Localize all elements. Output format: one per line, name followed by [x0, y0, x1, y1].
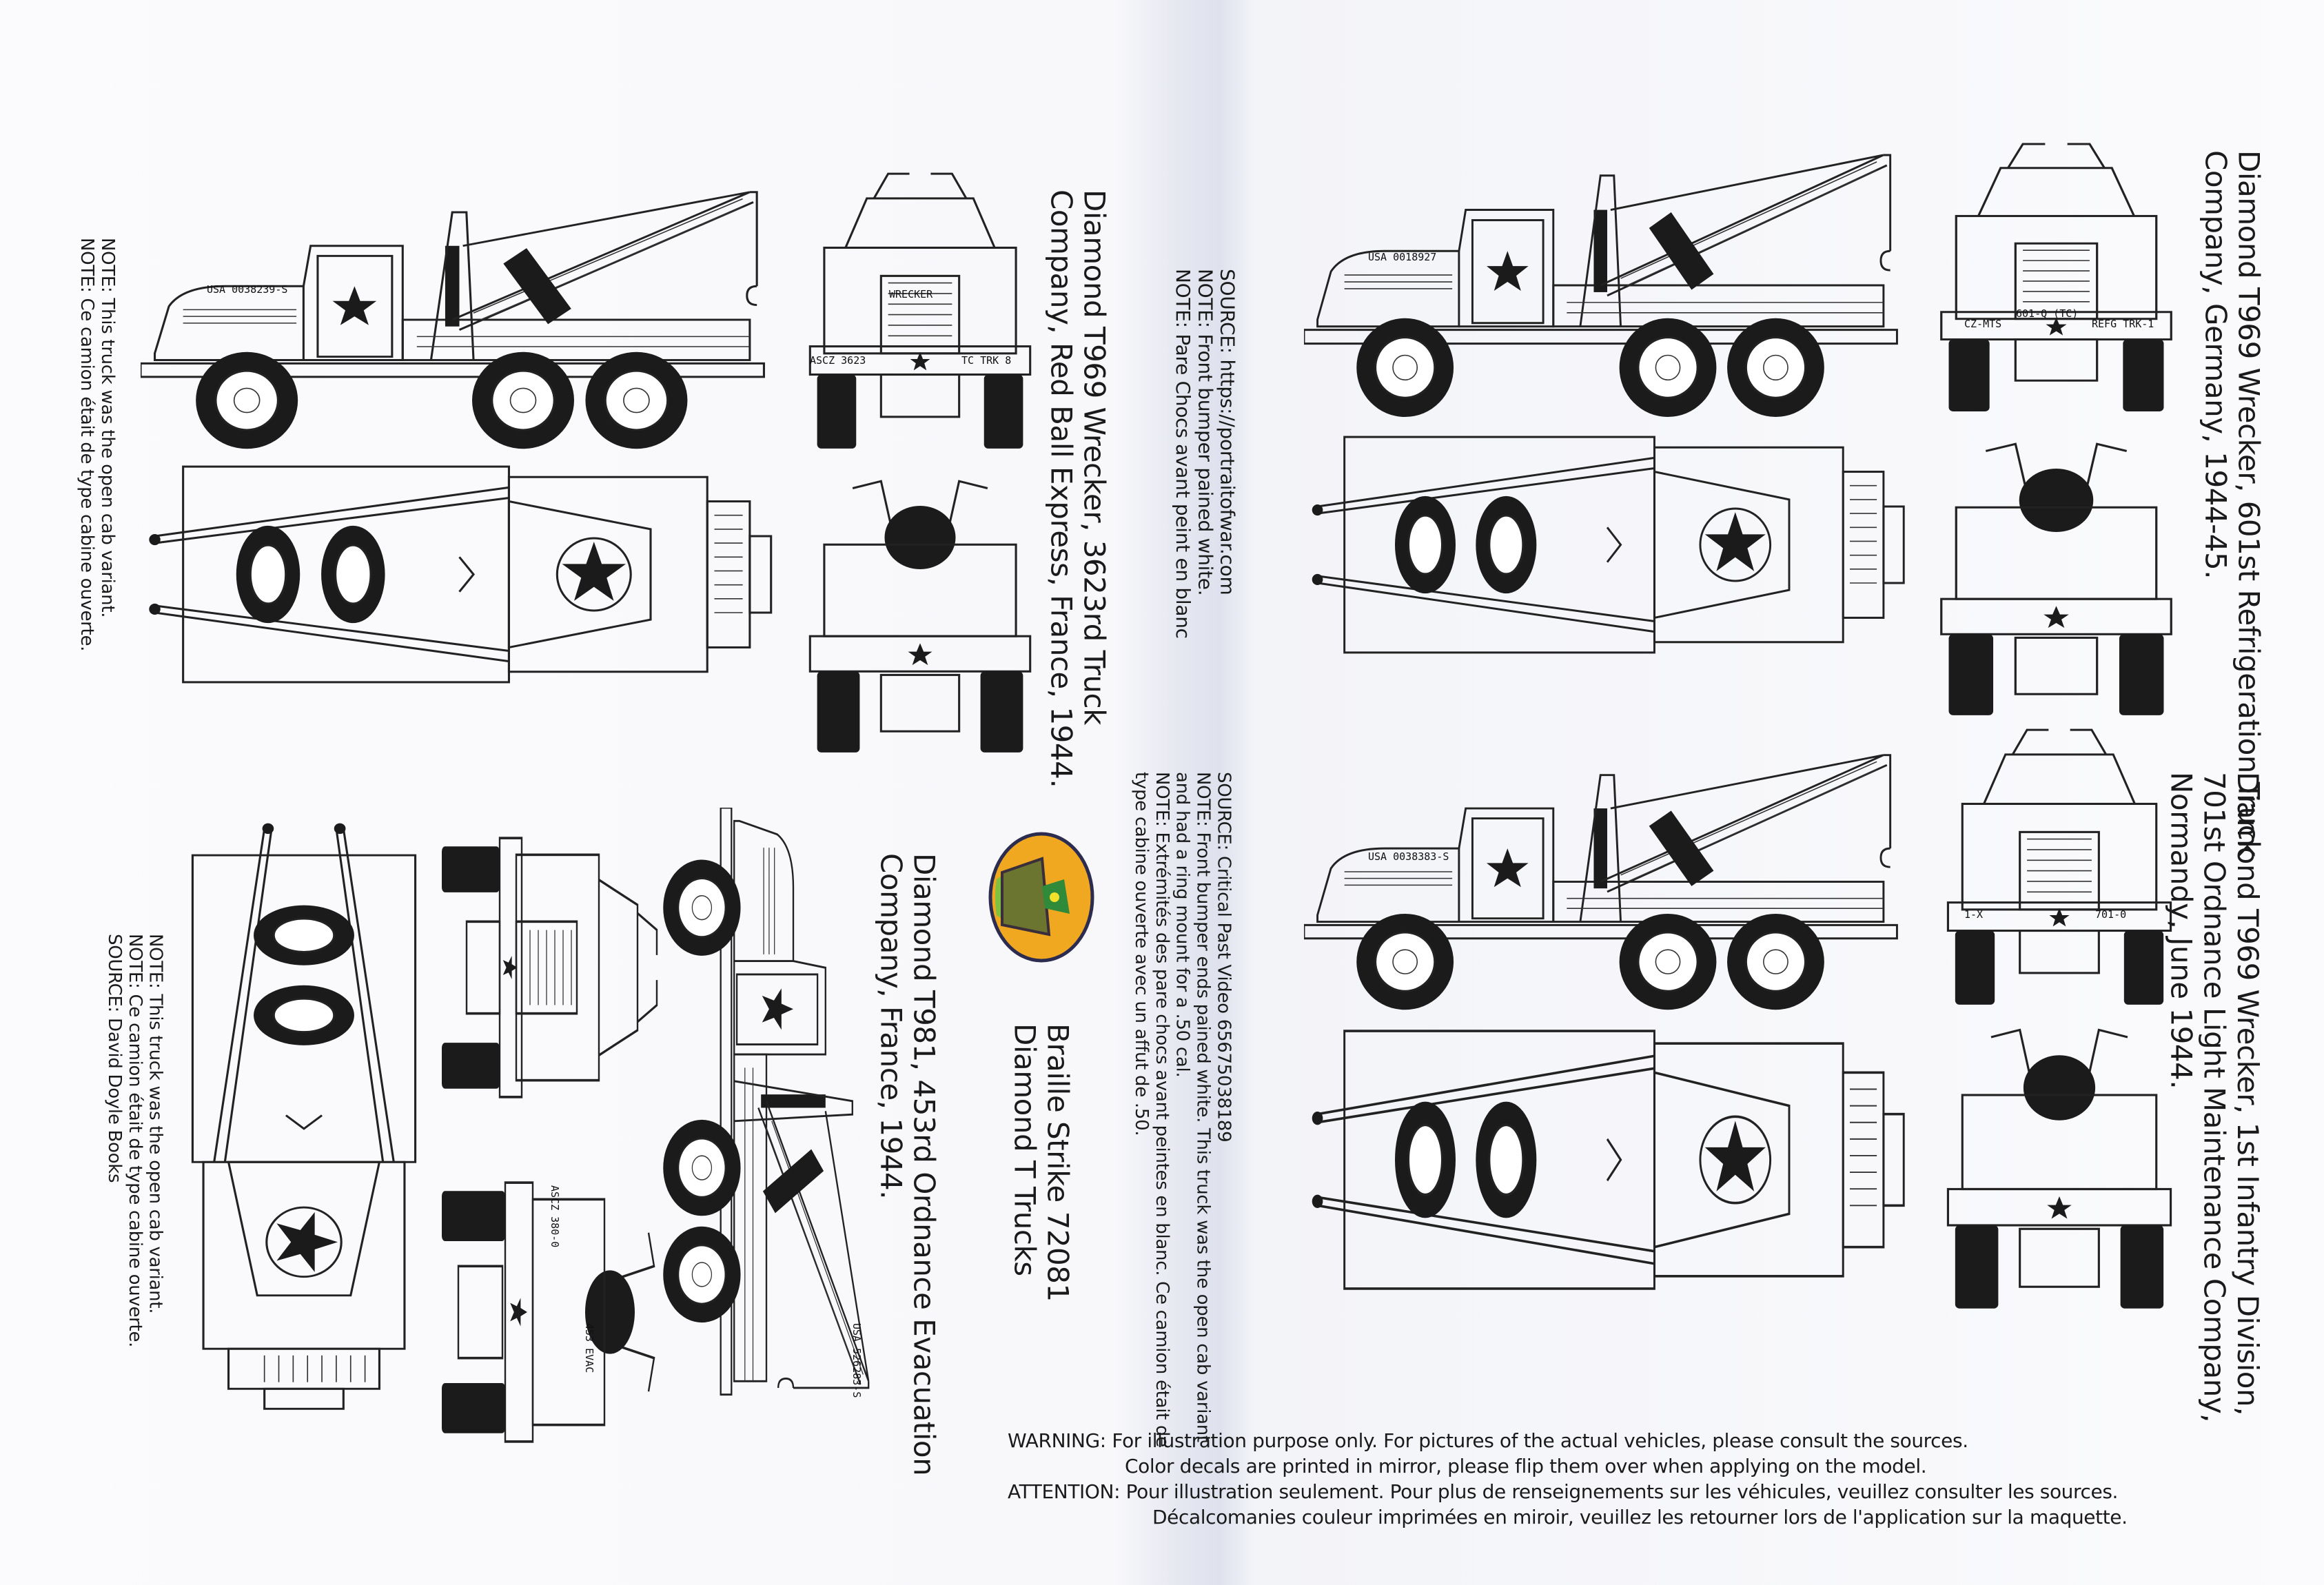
truck-top-view-3	[1310, 1030, 1906, 1290]
marking-command-2: CZ-MTS	[1964, 318, 2001, 330]
marking-unit-3: 701-0	[2095, 908, 2126, 921]
product-label: Braille Strike 72081 Diamond T Trucks	[1008, 1023, 1074, 1302]
truck-front-view-4	[440, 837, 658, 1098]
source-link[interactable]: SOURCE: https://portraitofwar.com	[1216, 269, 1239, 595]
truck-top-view-1	[147, 465, 773, 684]
source: SOURCE: David Doyle Books	[103, 934, 125, 1183]
marking-serial-2: USA 0018927	[1368, 251, 1436, 263]
marking-vehicle-1: TC TRK 8	[961, 354, 1011, 367]
profile-1-title: Diamond T969 Wrecker, 3623rd Truck Compa…	[1044, 190, 1111, 788]
truck-rear-view-1	[808, 480, 1032, 754]
note-fr: NOTE: Ce camion était de type cabine ouv…	[124, 934, 145, 1348]
marking-division-3: 1-X	[1964, 908, 1983, 921]
attention-line: Pour illustration seulement. Pour plus d…	[1125, 1480, 2119, 1503]
note-en: NOTE: This truck was the open cab varian…	[96, 238, 118, 618]
truck-front-view-3	[1946, 728, 2172, 1006]
profile-4-title-line: Diamond T981, 453rd Ordnance Evacuation	[907, 853, 941, 1476]
truck-front-view-2	[1940, 143, 2172, 413]
profile-1-title-line: Diamond T969 Wrecker, 3623rd Truck	[1077, 190, 1112, 725]
profile-3-title-line: 701st Ordnance Light Maintenance Company…	[2197, 772, 2232, 1423]
marking-command-4: ASCZ 380-0	[549, 1185, 561, 1247]
marking-serial-1: USA 0038239-S	[207, 283, 287, 296]
note-fr: NOTE: Ce camion était de type cabine ouv…	[76, 238, 97, 652]
note-en-cont: and had a ring mount for a .50 cal.	[1172, 772, 1193, 1078]
truck-rear-view-4	[440, 1181, 655, 1443]
note-fr: NOTE: Extrémités des pare chocs avant pe…	[1151, 772, 1172, 1447]
marking-serial-3: USA 0038383-S	[1368, 850, 1449, 863]
marking-unit-2: 601-Q (TC)	[2016, 307, 2078, 320]
truck-rear-view-3	[1946, 1028, 2172, 1310]
profile-4-title-line: Company, France, 1944.	[874, 853, 908, 1200]
marking-wrecker: WRECKER	[889, 288, 933, 300]
warning-line: Color decals are printed in mirror, plea…	[1125, 1455, 1927, 1477]
truck-top-view-2	[1311, 436, 1905, 654]
attention-line: Décalcomanies couleur imprimées en miroi…	[1152, 1506, 2128, 1528]
note-en: NOTE: Front bumper ends pained white. Th…	[1192, 772, 1214, 1442]
truck-side-view-3	[1304, 754, 1898, 1011]
truck-side-view-2	[1304, 154, 1898, 418]
marking-unit-1: ASCZ 3623	[810, 354, 866, 367]
warning-label: WARNING:	[1008, 1429, 1106, 1452]
marking-vehicle-2: REFG TRK-1	[2092, 318, 2154, 330]
profile-2-title-line: Diamond T969 Wrecker, 601st Refrigeratio…	[2232, 150, 2266, 857]
warning-line: For illustration purpose only. For pictu…	[1112, 1429, 1968, 1452]
profile-1-notes: NOTE: This truck was the open cab varian…	[76, 238, 118, 652]
product-name: Diamond T Trucks	[1008, 1023, 1042, 1276]
truck-side-view-4	[662, 808, 870, 1396]
note-fr-cont: type cabine ouverte avec un affut de .50…	[1130, 772, 1152, 1136]
profile-4-title: Diamond T981, 453rd Ordnance Evacuation …	[874, 853, 941, 1475]
profile-2-title: Diamond T969 Wrecker, 601st Refrigeratio…	[2199, 150, 2265, 857]
attention-label: ATTENTION:	[1008, 1480, 1121, 1503]
truck-top-view-4	[191, 822, 417, 1410]
truck-rear-view-2	[1940, 442, 2172, 717]
source: SOURCE: Critical Past Video 65675038189	[1213, 772, 1234, 1143]
marking-serial-4: USA 526283-S	[850, 1323, 863, 1398]
note-fr: NOTE: Pare Chocs avant peint en blanc	[1172, 269, 1195, 639]
profile-3-title-line: Normandy, June 1944.	[2164, 772, 2199, 1090]
braille-strike-logo	[988, 832, 1094, 963]
product-code: Braille Strike 72081	[1041, 1023, 1075, 1302]
profile-1-title-line: Company, Red Ball Express, France, 1944.	[1044, 190, 1079, 788]
profile-3-notes: SOURCE: Critical Past Video 65675038189 …	[1130, 772, 1234, 1447]
profile-3-title: Diamond T969 Wrecker, 1st Infantry Divis…	[2164, 772, 2265, 1423]
note-en: NOTE: This truck was the open cab varian…	[145, 934, 166, 1314]
profile-4-notes: NOTE: This truck was the open cab varian…	[103, 934, 166, 1348]
profile-3-title-line: Diamond T969 Wrecker, 1st Infantry Divis…	[2230, 772, 2265, 1415]
warning-block: WARNING: For illustration purpose only. …	[1008, 1428, 2128, 1530]
marking-unit-4: 453 EVAC	[583, 1323, 595, 1373]
truck-side-view-1	[141, 191, 765, 450]
truck-front-view-1	[808, 172, 1032, 450]
note-en: NOTE: Front bumper pained white.	[1194, 269, 1217, 596]
profile-2-notes: SOURCE: https://portraitofwar.com NOTE: …	[1172, 269, 1239, 639]
profile-2-title-line: Company, Germany, 1944-45.	[2199, 150, 2233, 580]
